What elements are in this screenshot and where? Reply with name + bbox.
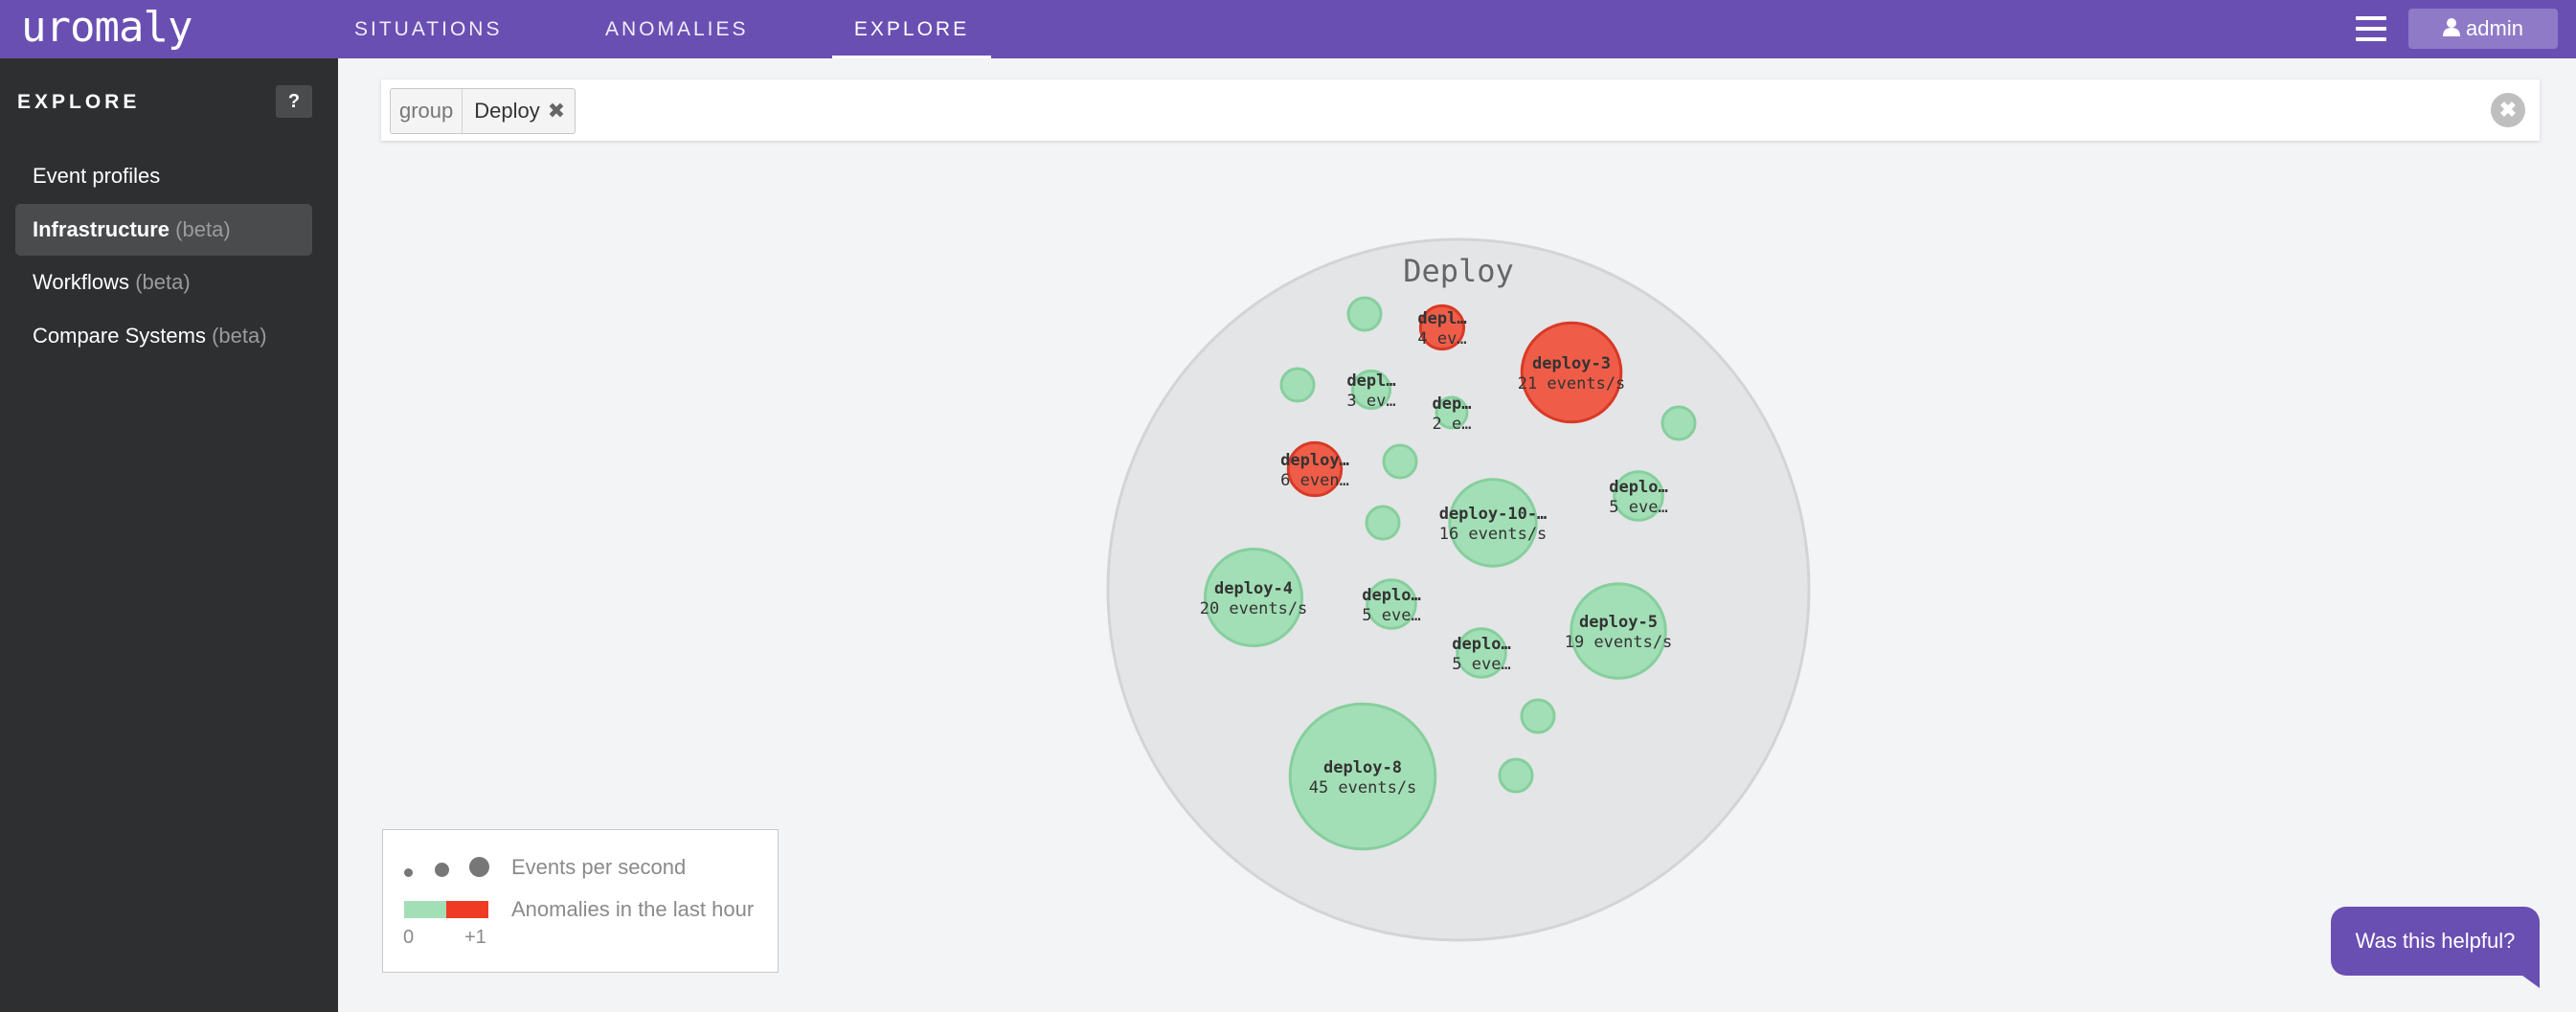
node-rate: 4 ev…: [1417, 329, 1466, 349]
user-menu-button[interactable]: admin: [2408, 9, 2558, 49]
nav-explore[interactable]: EXPLORE: [832, 0, 991, 58]
node-name: deploy-5: [1579, 613, 1658, 632]
legend-anomaly-swatch: [446, 901, 488, 918]
node-bubble[interactable]: [1613, 470, 1664, 522]
node-bubble[interactable]: [1520, 698, 1556, 734]
help-button[interactable]: ?: [276, 85, 312, 118]
hamburger-menu-icon[interactable]: [2356, 16, 2386, 41]
node-name: dep…: [1433, 394, 1472, 414]
user-name: admin: [2466, 16, 2523, 40]
node-name: deplo…: [1452, 635, 1510, 654]
top-nav-bar: uromaly SITUATIONS ANOMALIES EXPLORE adm…: [0, 0, 2576, 58]
legend-max-label: +1: [464, 927, 486, 948]
node-bubble[interactable]: [1286, 440, 1344, 498]
node-rate: 5 eve…: [1609, 498, 1667, 517]
node-name: deploy-3: [1532, 354, 1611, 373]
nav-anomalies[interactable]: ANOMALIES: [605, 18, 749, 40]
node-name: deploy-10-…: [1439, 505, 1548, 524]
sidebar-item-label: Compare Systems: [33, 324, 206, 348]
filter-chip[interactable]: group Deploy ✖: [390, 88, 576, 134]
sidebar-item-label: Workflows: [33, 270, 130, 294]
node-bubble[interactable]: [1350, 369, 1392, 411]
node-rate: 6 even…: [1280, 471, 1349, 490]
feedback-tail: [2519, 973, 2540, 988]
clear-filter-icon[interactable]: ✖: [2491, 93, 2525, 127]
node-name: deploy-8: [1323, 758, 1402, 777]
nav-situations[interactable]: SITUATIONS: [354, 18, 503, 40]
node-rate: 20 events/s: [1200, 599, 1308, 618]
node-rate: 45 events/s: [1309, 778, 1417, 798]
legend: Events per second Anomalies in the last …: [382, 829, 779, 973]
sidebar-item-compare-systems[interactable]: Compare Systems (beta): [15, 310, 312, 362]
node-bubble[interactable]: [1366, 578, 1417, 630]
node-rate: 16 events/s: [1439, 525, 1548, 544]
beta-tag: (beta): [135, 270, 191, 294]
group-circle: [1106, 237, 1811, 942]
legend-ok-swatch: [404, 901, 446, 918]
sidebar: EXPLORE ? Event profiles Infrastructure …: [0, 58, 338, 1012]
sidebar-item-infrastructure[interactable]: Infrastructure (beta): [15, 204, 312, 256]
node-bubble[interactable]: [1456, 627, 1507, 679]
node-rate: 3 ev…: [1346, 392, 1395, 411]
node-bubble[interactable]: [1435, 395, 1469, 430]
node-name: deplo…: [1609, 478, 1667, 497]
node-bubble[interactable]: [1346, 296, 1383, 332]
large-size-dot: [469, 857, 489, 877]
sidebar-item-label: Infrastructure: [33, 217, 170, 241]
bubble-chart-svg: Deploy depl…4 ev…deploy-321 events/sdepl…: [1106, 237, 1811, 942]
node-bubble[interactable]: [1365, 505, 1401, 541]
legend-size-label: Events per second: [511, 855, 687, 879]
node-bubble[interactable]: [1418, 304, 1466, 351]
filter-chip-key: group: [391, 89, 463, 133]
node-rate: 5 eve…: [1362, 606, 1420, 625]
node-name: deplo…: [1362, 586, 1420, 605]
beta-tag: (beta): [175, 217, 231, 241]
filter-chip-value: Deploy: [474, 99, 540, 123]
node-bubble[interactable]: [1448, 478, 1538, 568]
node-name: deploy-4: [1214, 579, 1293, 598]
filter-bar[interactable]: group Deploy ✖ ✖: [381, 79, 2540, 141]
sidebar-item-workflows[interactable]: Workflows (beta): [15, 257, 312, 308]
node-rate: 19 events/s: [1565, 633, 1673, 652]
small-size-dot: [404, 868, 413, 877]
legend-color-label: Anomalies in the last hour: [511, 897, 755, 921]
node-bubble[interactable]: [1382, 443, 1418, 480]
node-bubble[interactable]: [1520, 321, 1623, 424]
node-bubble[interactable]: [1570, 582, 1667, 680]
beta-tag: (beta): [212, 324, 267, 348]
node-bubble[interactable]: [1498, 757, 1534, 794]
node-bubble[interactable]: [1661, 405, 1697, 441]
node-rate: 21 events/s: [1518, 374, 1626, 394]
remove-chip-icon[interactable]: ✖: [547, 99, 566, 123]
node-bubble[interactable]: [1279, 367, 1316, 403]
user-icon: [2443, 10, 2461, 50]
node-name: depl…: [1346, 371, 1395, 391]
sidebar-item-label: Event profiles: [33, 164, 161, 188]
node-bubble[interactable]: [1288, 702, 1437, 851]
group-label: Deploy: [1403, 253, 1514, 289]
node-name: deploy…: [1280, 451, 1349, 470]
app-logo[interactable]: uromaly: [21, 3, 192, 52]
node-name: depl…: [1417, 309, 1466, 328]
legend-min-label: 0: [403, 927, 415, 948]
feedback-button[interactable]: Was this helpful?: [2331, 907, 2540, 976]
node-rate: 2 e…: [1433, 415, 1472, 434]
sidebar-item-event-profiles[interactable]: Event profiles: [15, 150, 312, 202]
sidebar-title: EXPLORE: [17, 91, 141, 113]
node-bubble[interactable]: [1203, 547, 1304, 648]
medium-size-dot: [435, 863, 449, 877]
node-rate: 5 eve…: [1452, 655, 1510, 674]
